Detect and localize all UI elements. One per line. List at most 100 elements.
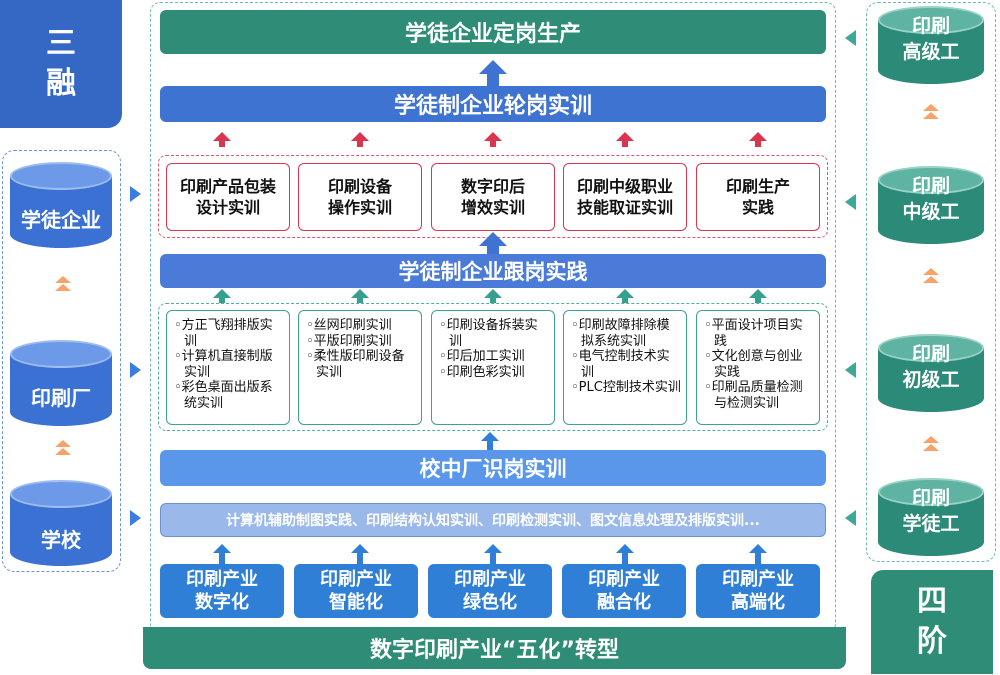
rotation-item: 印刷生产 实践 [696, 163, 820, 231]
follow-item-line: ◦平面设计项目实践 [704, 318, 803, 349]
arrow-right-icon-3 [130, 510, 141, 526]
right-chevron-up-icon-1 [921, 104, 941, 120]
rotation-item: 印刷产品包装 设计实训 [166, 163, 290, 231]
rotation-item-line: 技能取证实训 [576, 198, 673, 217]
level-cylinder-intermediate: 印刷 中级工 [878, 166, 984, 244]
level-cylinder-apprentice: 印刷 学徒工 [878, 478, 984, 556]
follow-item-line: ◦丝网印刷实训 [306, 318, 392, 333]
si-jie-title: 四 阶 [871, 570, 993, 674]
left-stage-frame [2, 150, 121, 572]
big-arrow-up-icon-2 [479, 232, 507, 254]
industry-item: 印刷产业 智能化 [294, 564, 418, 618]
stage-label-enterprise: 学徒企业 [21, 208, 101, 232]
follow-group-frame [158, 303, 828, 431]
industry-item: 印刷产业 数字化 [160, 564, 284, 618]
comprehensive-bar: 计算机辅助制图实践、印刷结构认知实训、印刷检测实训、图文信息处理及排版实训... [160, 503, 826, 537]
rotation-item-line: 实践 [741, 198, 774, 217]
level-label-line2: 初级工 [902, 369, 960, 391]
follow-item-line: ◦印后加工实训 [439, 349, 525, 364]
rotation-item: 数字印后 增效实训 [431, 163, 555, 231]
rotation-item-line: 操作实训 [327, 198, 392, 217]
arrow-up-red-icon-3 [484, 132, 502, 141]
follow-item-line: ◦印刷设备拆装实训 [439, 318, 538, 349]
transformation-bar: 数字印刷产业“五化”转型 [143, 627, 846, 669]
stage-label-factory: 印刷厂 [31, 386, 91, 410]
left-chevron-up-icon-1 [53, 276, 73, 292]
school-bar: 校中厂识岗实训 [160, 450, 826, 486]
arrow-up-blue-icon-center [481, 432, 499, 441]
follow-item: ◦印刷故障排除模拟系统实训 ◦电气控制技术实训 ◦PLC控制技术实训 [563, 310, 687, 425]
arrow-left-icon-1 [845, 30, 856, 46]
follow-item-line: ◦印刷品质量检测与检测实训 [704, 380, 803, 411]
follow-item-line: ◦印刷色彩实训 [439, 364, 525, 380]
follow-item-line: ◦方正飞翔排版实训 [174, 318, 273, 349]
arrow-up-blue-icon-4 [616, 544, 634, 553]
arrow-up-teal-icon-2 [351, 289, 369, 298]
follow-item: ◦方正飞翔排版实训 ◦计算机直接制版实训 ◦彩色桌面出版系统实训 [166, 310, 290, 425]
rotation-item-line: 印刷生产 [725, 177, 790, 196]
follow-bar: 学徒制企业跟岗实践 [160, 254, 826, 288]
level-cylinder-senior: 印刷 高级工 [878, 6, 984, 84]
arrow-left-icon-2 [845, 194, 856, 210]
rotation-item-line: 印刷产品包装 [179, 177, 276, 196]
industry-item: 印刷产业 融合化 [562, 564, 686, 618]
follow-item-line: ◦电气控制技术实训 [571, 349, 670, 380]
stage-cylinder-school: 学校 [10, 480, 112, 566]
san-rong-title: 三 融 [0, 0, 122, 128]
arrow-up-blue-icon-1 [213, 544, 231, 553]
rotation-item: 印刷设备 操作实训 [298, 163, 422, 231]
arrow-up-blue-icon-3 [484, 544, 502, 553]
rotation-bar: 学徒制企业轮岗实训 [160, 86, 826, 122]
industry-item-line: 印刷产业 [186, 569, 258, 590]
arrow-left-icon-4 [845, 510, 856, 526]
left-chevron-up-icon-2 [53, 440, 73, 456]
follow-item: ◦丝网印刷实训 ◦平版印刷实训 ◦柔性版印刷设备实训 [298, 310, 422, 425]
stage-cylinder-factory: 印刷厂 [10, 340, 112, 426]
arrow-up-red-icon-1 [213, 132, 231, 141]
rotation-item-line: 设计实训 [195, 198, 260, 217]
follow-item: ◦印刷设备拆装实训 ◦印后加工实训 ◦印刷色彩实训 [431, 310, 555, 425]
right-chevron-up-icon-2 [921, 268, 941, 284]
level-cylinder-junior: 印刷 初级工 [878, 334, 984, 412]
industry-item: 印刷产业 绿色化 [428, 564, 552, 618]
follow-item-line: ◦彩色桌面出版系统实训 [174, 380, 273, 411]
industry-item-line: 绿色化 [463, 592, 517, 613]
arrow-up-blue-icon-2 [351, 544, 369, 553]
industry-item-line: 数字化 [195, 592, 249, 613]
arrow-up-teal-icon-1 [213, 289, 231, 298]
goal-bar: 学徒企业定岗生产 [160, 10, 826, 54]
right-level-frame [866, 2, 996, 562]
rotation-item-line: 数字印后 [460, 177, 525, 196]
industry-item-line: 智能化 [329, 592, 383, 613]
follow-item: ◦平面设计项目实践 ◦文化创意与创业实践 ◦印刷品质量检测与检测实训 [696, 310, 820, 425]
right-chevron-up-icon-3 [921, 436, 941, 452]
rotation-item-line: 印刷设备 [327, 177, 392, 196]
level-label-line1: 印刷 [911, 15, 950, 37]
arrow-right-icon-2 [130, 362, 141, 378]
san-rong-line1: 三 [46, 26, 76, 61]
arrow-up-teal-icon-5 [749, 289, 767, 298]
industry-item-line: 印刷产业 [320, 569, 392, 590]
level-label-line2: 高级工 [902, 41, 960, 63]
follow-item-line: ◦计算机直接制版实训 [174, 349, 273, 380]
rotation-item-line: 增效实训 [460, 198, 525, 217]
follow-item-line: ◦文化创意与创业实践 [704, 349, 803, 380]
level-label-line2: 中级工 [902, 201, 960, 223]
si-jie-line1: 四 [917, 584, 947, 619]
arrow-up-blue-icon-5 [749, 544, 767, 553]
stage-label-school: 学校 [41, 528, 81, 552]
level-label-line1: 印刷 [911, 343, 950, 365]
big-arrow-up-icon-1 [479, 60, 507, 86]
arrow-up-teal-icon-3 [484, 289, 502, 298]
level-label-line1: 印刷 [911, 175, 950, 197]
industry-item-line: 印刷产业 [722, 569, 794, 590]
industry-item-line: 印刷产业 [588, 569, 660, 590]
arrow-right-icon-1 [130, 186, 141, 202]
follow-item-line: ◦柔性版印刷设备实训 [306, 349, 405, 380]
stage-cylinder-enterprise: 学徒企业 [10, 162, 112, 248]
level-label-line1: 印刷 [911, 487, 950, 509]
arrow-up-red-icon-2 [351, 132, 369, 141]
arrow-up-teal-icon-4 [616, 289, 634, 298]
follow-item-line: ◦平版印刷实训 [306, 333, 392, 349]
arrow-up-red-icon-4 [616, 132, 634, 141]
